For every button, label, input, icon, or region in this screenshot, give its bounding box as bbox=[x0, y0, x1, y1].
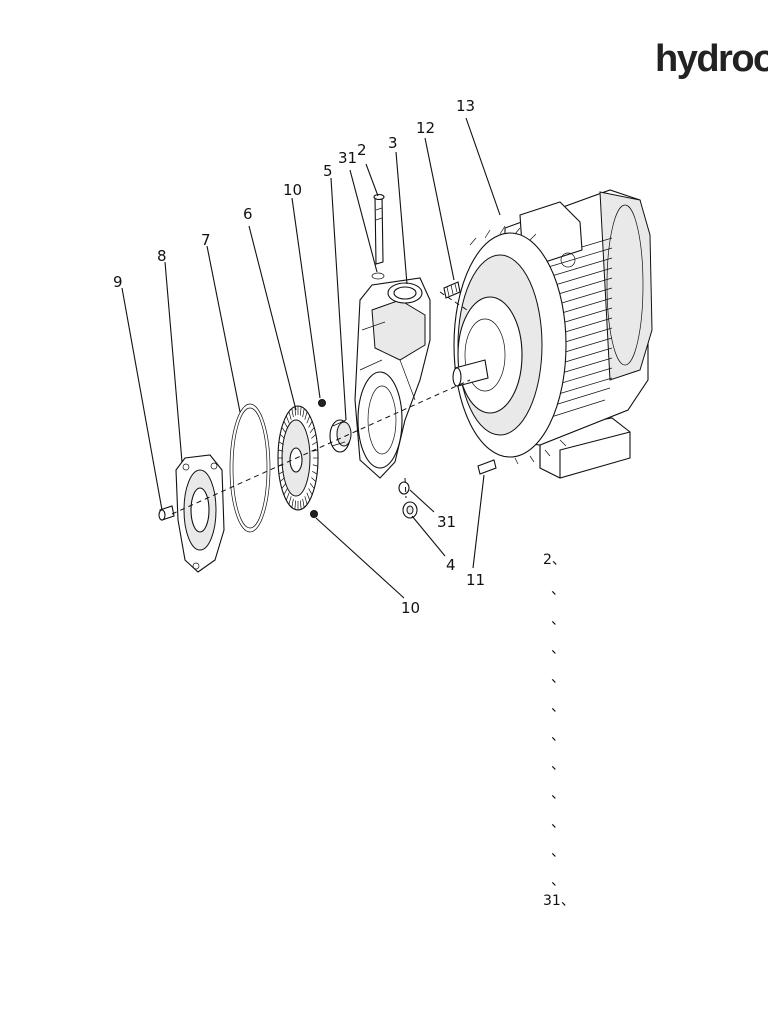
impeller-tooth bbox=[285, 415, 290, 424]
impeller-tooth bbox=[278, 441, 284, 446]
parts-list-item: 、 bbox=[551, 786, 565, 802]
o-ring-31-upper bbox=[371, 272, 385, 280]
impeller-tooth bbox=[311, 434, 317, 439]
impeller-tooth bbox=[291, 408, 294, 418]
logo-text: hydroo bbox=[655, 38, 768, 80]
impeller-tooth bbox=[312, 470, 318, 475]
impeller-tooth bbox=[308, 488, 313, 495]
assembly-axis bbox=[171, 379, 471, 515]
impeller-tooth bbox=[291, 498, 294, 508]
parts-list-item: 、 bbox=[551, 757, 565, 773]
callout-10-lower: 10 bbox=[401, 599, 420, 617]
washer-10-lower bbox=[310, 510, 318, 518]
motor bbox=[452, 189, 653, 479]
parts-list-item: 2、 bbox=[543, 552, 566, 568]
impeller-6 bbox=[277, 405, 319, 511]
impeller-tooth bbox=[312, 441, 318, 446]
mechanical-seal-5 bbox=[329, 419, 352, 453]
impeller-tooth bbox=[279, 434, 285, 439]
callout-8: 8 bbox=[157, 247, 167, 265]
pump-cover-8 bbox=[175, 454, 225, 573]
impeller-tooth bbox=[279, 477, 285, 482]
impeller-tooth bbox=[288, 411, 292, 420]
impeller-tooth bbox=[302, 498, 305, 508]
parts-list-item: 、 bbox=[551, 728, 565, 744]
parts-list-item: 31、 bbox=[543, 893, 575, 909]
washer-10-upper bbox=[318, 399, 326, 407]
callout-31-lower: 31 bbox=[437, 513, 456, 531]
impeller-tooth bbox=[285, 492, 290, 501]
impeller-tooth bbox=[304, 411, 308, 420]
impeller-tooth bbox=[302, 408, 305, 418]
impeller-tooth bbox=[312, 449, 318, 452]
impeller-tooth bbox=[281, 483, 287, 489]
impeller-tooth bbox=[306, 415, 311, 424]
hydroo-logo: hydroo® bbox=[655, 40, 768, 78]
pump-body bbox=[354, 277, 431, 479]
o-ring-31-lower bbox=[398, 481, 410, 495]
impeller-tooth bbox=[288, 496, 292, 505]
callout-7: 7 bbox=[201, 231, 211, 249]
parts-list-item: 、 bbox=[551, 641, 565, 657]
impeller-tooth bbox=[278, 470, 284, 475]
parts-list-item: 、 bbox=[551, 844, 565, 860]
impeller-tooth bbox=[309, 427, 315, 433]
leader-lines bbox=[121, 117, 501, 599]
callout-2: 2 bbox=[357, 141, 367, 159]
callout-12: 12 bbox=[416, 119, 435, 137]
parts-list-item: 、 bbox=[551, 582, 565, 598]
impeller-tooth bbox=[299, 406, 302, 416]
callout-6: 6 bbox=[243, 205, 253, 223]
callout-9: 9 bbox=[113, 273, 123, 291]
impeller-tooth bbox=[312, 464, 318, 467]
parts-list-item: 、 bbox=[551, 873, 565, 889]
callout-10-upper: 10 bbox=[283, 181, 302, 199]
impeller-tooth bbox=[283, 421, 288, 428]
parts-list-item: 、 bbox=[551, 699, 565, 715]
callout-3: 3 bbox=[388, 134, 398, 152]
stud-12 bbox=[443, 281, 461, 299]
callout-5: 5 bbox=[323, 162, 333, 180]
impeller-tooth bbox=[304, 496, 308, 505]
callout-11: 11 bbox=[466, 571, 485, 589]
callout-4: 4 bbox=[446, 556, 456, 574]
drain-plug-4 bbox=[402, 501, 418, 519]
impeller-tooth bbox=[278, 449, 284, 452]
o-ring-7 bbox=[229, 403, 271, 533]
impeller-tooth bbox=[311, 477, 317, 482]
parts-list-item: 、 bbox=[551, 670, 565, 686]
callout-13: 13 bbox=[456, 97, 475, 115]
impeller-tooth bbox=[309, 483, 315, 489]
parts-list-item: 、 bbox=[551, 612, 565, 628]
impeller-tooth bbox=[281, 427, 287, 433]
parts-list-item: 、 bbox=[551, 815, 565, 831]
stud-11 bbox=[477, 459, 497, 475]
impeller-tooth bbox=[308, 421, 313, 428]
impeller-tooth bbox=[299, 500, 302, 510]
callout-31-upper: 31 bbox=[338, 149, 357, 167]
impeller-tooth bbox=[283, 488, 288, 495]
impeller-tooth bbox=[294, 500, 297, 510]
plug-2 bbox=[373, 193, 385, 265]
impeller-tooth bbox=[306, 492, 311, 501]
